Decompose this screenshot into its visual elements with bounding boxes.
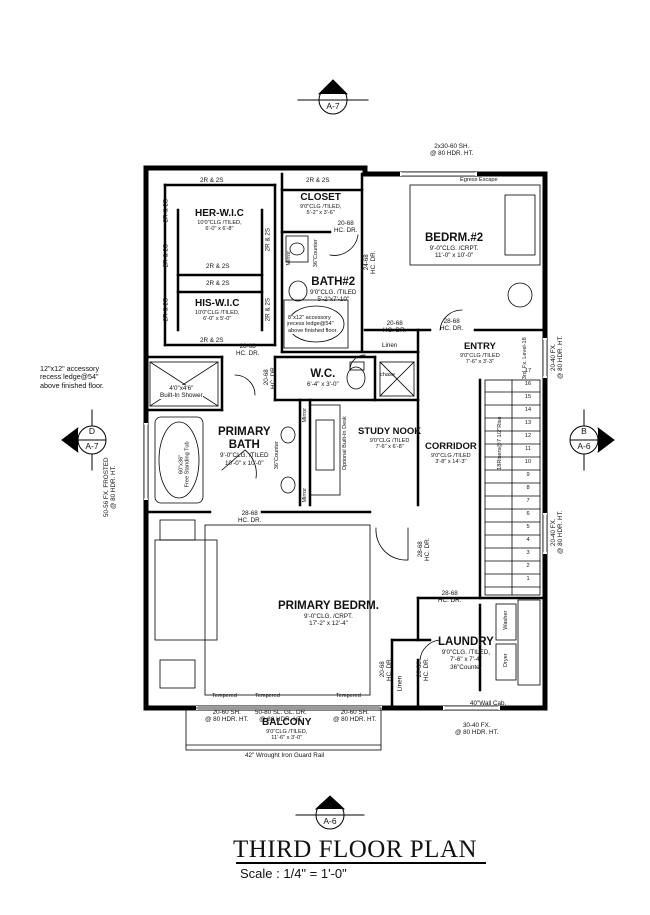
- room-his-wic: HIS-W.I.C 10'0"CLG /TILED, 6'-0" x 5'-0": [195, 298, 240, 322]
- egress-label: Egress Escape: [460, 177, 498, 183]
- tub-label: 60"x36"Free Standing Tub: [178, 441, 191, 488]
- section-top-sheet: A-7: [326, 101, 340, 111]
- shelf-label-closet-top: 2R & 2S: [306, 177, 330, 184]
- shelf-label-left-2: 2R & 2S: [162, 243, 170, 268]
- stair-number: 15: [524, 394, 532, 400]
- window-balcony-center-note: 50-80 SL. GL. DR.@ 80 HDR. HT.: [255, 709, 307, 724]
- stair-number: 13: [524, 420, 532, 426]
- stair-number: 16: [524, 381, 532, 387]
- section-right-sheet: A-6: [577, 441, 591, 451]
- window-top-note: 2x30-60 SH.@ 80 HDR. HT.: [430, 143, 474, 158]
- stair-number: 4: [526, 537, 530, 543]
- room-corridor: CORRIDOR 9'0"CLG /TILED 3'-8" x 14'-3": [425, 441, 477, 466]
- window-right1-note: 20-40 FX.@ 80 HDR. HT.: [549, 335, 564, 379]
- section-bottom-letter: A: [327, 801, 333, 811]
- room-wc: W.C. 6'-4" x 3'-0": [307, 368, 339, 389]
- shelf-label-mid-1: 2R & 2S: [206, 263, 230, 270]
- shelf-label-right-1: 2R & 2S: [264, 227, 272, 252]
- shelf-label-right-2: 2R & 2S: [264, 297, 272, 322]
- stair-number: 7: [526, 498, 530, 504]
- window-balcony-right-note: 20-60 SH.@ 80 HDR. HT.: [333, 709, 377, 724]
- room-bedrm2: BEDRM.#2 9'-0"CLG. /CRPT. 11'-0" x 10'-0…: [425, 232, 484, 260]
- stair-number: 9: [526, 472, 530, 478]
- risers-label: 18Risers@7 1/2"Rise: [496, 416, 503, 470]
- section-left-sheet: A-7: [85, 441, 99, 451]
- room-entry: ENTRY 9'0"CLG /TILED 7'-6" x 3'-3": [460, 341, 500, 366]
- stair-number: 14: [524, 407, 532, 413]
- window-right2-note: 20-40 FX.@ 80 HDR. HT.: [549, 510, 564, 554]
- room-laundry: LAUNDRY 9'0"CLG. /TILED, 7'-6" x 7'-4" 3…: [438, 636, 494, 671]
- section-left-letter: D: [88, 426, 96, 436]
- stair-number: 3: [526, 550, 530, 556]
- section-right-letter: B: [581, 426, 587, 436]
- room-primary-bath: PRIMARY BATH 9'-0"CLG. /TILED 10'-0" x 1…: [218, 426, 271, 467]
- tempered-label-1: Tempered: [212, 693, 237, 699]
- tempered-label-3: Tempered: [336, 693, 361, 699]
- builtin-desk-label: Optional Built-In Desk: [341, 416, 348, 471]
- room-her-wic: HER-W.I.C 10'0"CLG /TILED, 6'-0" x 6'-8": [195, 208, 244, 232]
- stair-number: 11: [525, 446, 531, 452]
- stair-number: 6: [526, 511, 530, 517]
- bath2-counter-label: 36"Counter: [312, 239, 319, 268]
- stair-number: 12: [524, 433, 532, 439]
- dryer-label: Dryer: [502, 653, 509, 668]
- plan-title: THIRD FLOOR PLAN: [232, 836, 478, 863]
- primary-counter-label: 36"Counter: [273, 441, 280, 470]
- linen-label-bottom: Linen: [396, 675, 404, 692]
- room-primary-bedrm: PRIMARY BEDRM. 9'-0"CLG. /CRPT. 17'-2" x…: [278, 600, 379, 628]
- window-laundry-note: 30-40 FX.@ 80 HDR. HT.: [455, 722, 499, 737]
- shelf-label-his-bottom: 2R & 2S: [200, 337, 224, 344]
- primary-mirror-label-2: Mirror: [301, 487, 308, 503]
- stair-number: 17: [524, 368, 532, 374]
- shower-label: 4'0"x4'6"Built-In Shower: [160, 385, 203, 400]
- bath2-accessory-note: 8"x12" accessory recess ledge@54" above …: [288, 315, 338, 335]
- section-bottom-sheet: A-6: [323, 816, 337, 826]
- stair-number: 8: [526, 485, 530, 491]
- plan-scale: Scale : 1/4" = 1'-0": [240, 866, 347, 881]
- shelf-label-mid-2: 2R & 2S: [206, 280, 230, 287]
- window-balcony-left-note: 20-60 SH.@ 80 HDR. HT.: [205, 709, 249, 724]
- washer-label: Washer: [502, 610, 509, 630]
- title-underline: [236, 862, 486, 864]
- window-left-note: 50-56 FX. FROSTED@ 80 HDR. HT.: [102, 457, 117, 517]
- room-closet: CLOSET 9'0"CLG /TILED, 5'-2" x 3'-6": [300, 192, 342, 216]
- primary-mirror-label-1: Mirror: [301, 407, 308, 423]
- stair-number: 10: [524, 459, 532, 465]
- section-top-letter: C: [329, 86, 337, 96]
- stair-level-note: 3rd. Fx. Level-18: [521, 337, 528, 380]
- room-study-nook: STUDY NOOK 9'0"CLG /TILED 7'-6" x 6'-8": [358, 426, 422, 451]
- stair-number: 2: [526, 563, 530, 569]
- shelf-label-left-3: 2R & 2S: [162, 297, 170, 322]
- room-balcony: BALCONY 9'0"CLG /TILED, 11'-6" x 3'-0": [262, 717, 312, 741]
- left-accessory-note: 12"x12" accessory recess ledge@54" above…: [40, 364, 104, 390]
- room-bath2: BATH#2 9'0"CLG. /TILED 5'-2"x7'-10": [310, 276, 357, 304]
- bath2-mirror-label: Mirror: [285, 250, 292, 266]
- chase-label: chase: [380, 372, 395, 378]
- shelf-label-her-top: 2R & 2S: [200, 177, 224, 184]
- tempered-label-2: Tempered: [255, 693, 280, 699]
- guard-rail-label: 42" Wrought Iron Guard Rail: [245, 752, 325, 759]
- stair-number: 1: [526, 576, 530, 582]
- stair-number: 5: [526, 524, 530, 530]
- shelf-label-left-1: 2R & 2S: [162, 198, 170, 223]
- wall-cab-label: 40"Wall Cab.: [470, 700, 507, 707]
- linen-label-top: Linen: [382, 342, 398, 349]
